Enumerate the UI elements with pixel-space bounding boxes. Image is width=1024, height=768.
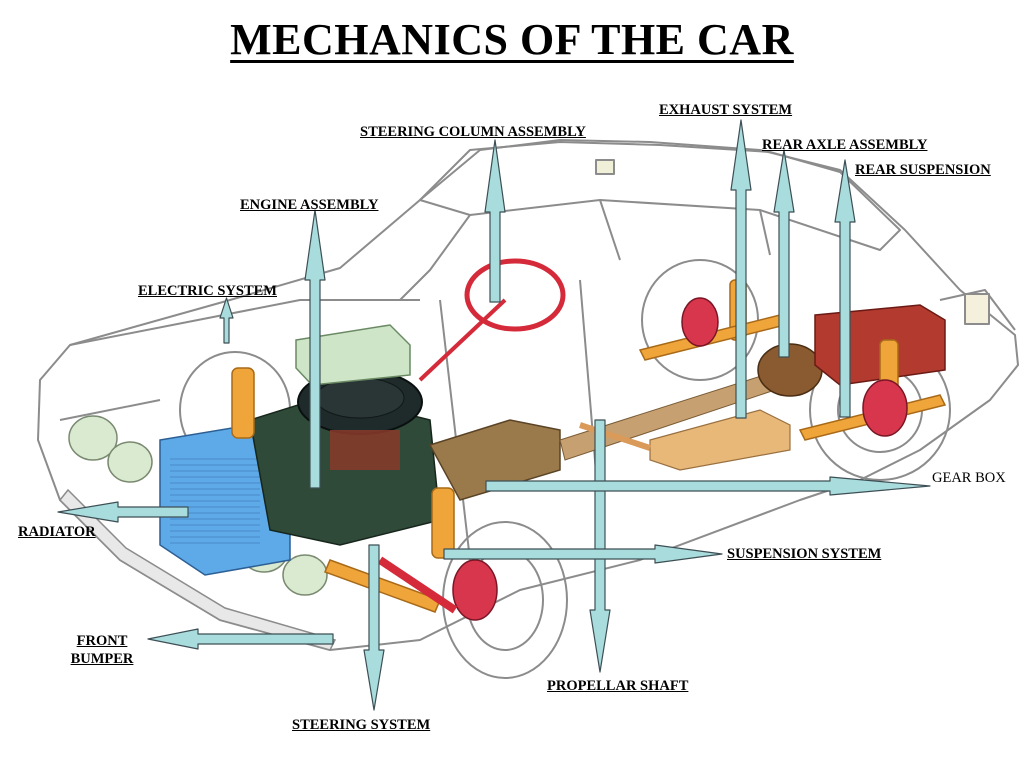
label-exhaust-system: EXHAUST SYSTEM [659, 102, 793, 118]
arrow-steering-system [363, 544, 385, 711]
label-rear-axle-assembly: REAR AXLE ASSEMBLY [762, 137, 928, 153]
arrow-engine-assembly [304, 209, 326, 489]
arrow-front-bumper [147, 628, 334, 650]
label-front-bumper: FRONT BUMPER [62, 632, 142, 668]
label-engine-assembly: ENGINE ASSEMBLY [240, 197, 379, 213]
label-front-bumper-line1: FRONT [76, 633, 128, 649]
label-electric-system: ELECTRIC SYSTEM [138, 283, 277, 299]
label-gear-box: GEAR BOX [932, 470, 1006, 486]
exhaust-part [579, 409, 791, 471]
arrow-exhaust-system [730, 119, 752, 419]
page-title: MECHANICS OF THE CAR [230, 15, 794, 64]
label-rear-suspension: REAR SUSPENSION [855, 162, 991, 178]
brake-discs [452, 297, 908, 621]
label-front-bumper-line2: BUMPER [70, 651, 134, 667]
arrow-steering-column [484, 139, 506, 303]
steering-wheel-part [377, 258, 566, 614]
arrow-rear-suspension [834, 159, 856, 418]
label-steering-column-assembly: STEERING COLUMN ASSEMBLY [360, 124, 586, 140]
engine-part [249, 324, 441, 546]
arrow-rear-axle [773, 149, 795, 358]
arrow-gear-box [485, 476, 931, 496]
arrow-propellar-shaft [589, 419, 611, 673]
label-propellar-shaft: PROPELLAR SHAFT [547, 678, 689, 694]
label-radiator: RADIATOR [18, 524, 96, 540]
arrow-radiator [57, 501, 189, 523]
label-suspension-system: SUSPENSION SYSTEM [727, 546, 882, 562]
arrow-suspension-system [443, 544, 723, 564]
label-steering-system: STEERING SYSTEM [292, 717, 431, 733]
arrow-electric-system [219, 297, 234, 344]
